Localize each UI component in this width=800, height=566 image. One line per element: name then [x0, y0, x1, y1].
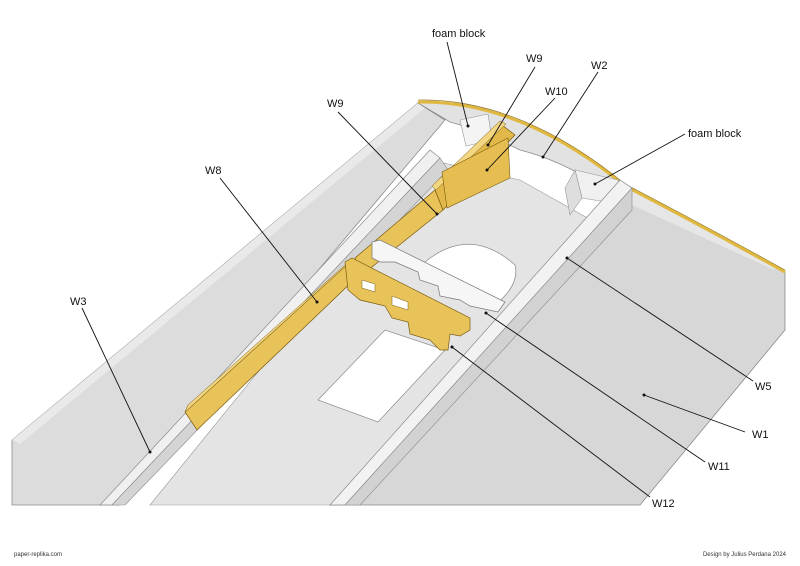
part-w11	[371, 239, 506, 313]
leader-w5	[566, 257, 754, 382]
leader-foam-block-top	[446, 41, 469, 127]
leader-w9-top	[487, 66, 536, 146]
leader-w11	[485, 312, 706, 463]
footer-site-credit: paper-replika.com	[14, 552, 63, 558]
leader-w9-left	[337, 111, 438, 215]
part-w12-notch-1	[361, 279, 376, 293]
label-w9-top: W9	[526, 53, 543, 65]
label-w3: W3	[70, 296, 87, 308]
leader-w1	[643, 394, 746, 433]
spar-wall-w5-side	[344, 187, 633, 506]
leader-w12	[451, 346, 651, 498]
leader-foam-block-right	[594, 133, 686, 185]
label-w2: W2	[591, 60, 608, 72]
label-w9-left: W9	[327, 98, 344, 110]
label-foam-block-right: foam block	[688, 128, 742, 140]
leader-w10	[486, 97, 556, 171]
part-w10	[441, 137, 511, 209]
label-w1: W1	[752, 429, 769, 441]
label-w10: W10	[545, 86, 568, 98]
leader-w3	[81, 307, 151, 453]
label-foam-block-top: foam block	[432, 28, 486, 40]
label-w5: W5	[755, 381, 772, 393]
foam-block-right-side	[564, 169, 583, 216]
part-w12-notch-2	[391, 295, 409, 311]
leader-w2	[542, 71, 599, 158]
label-w8: W8	[205, 165, 222, 177]
wing-skin-left-upper	[12, 103, 425, 444]
label-w12: W12	[652, 498, 675, 510]
footer-designer-credit: Design by Julius Perdana 2024	[702, 552, 786, 558]
part-w8-top	[184, 257, 354, 413]
leader-dots	[148, 124, 646, 454]
label-w11: W11	[708, 461, 730, 473]
leader-w8	[219, 177, 318, 303]
